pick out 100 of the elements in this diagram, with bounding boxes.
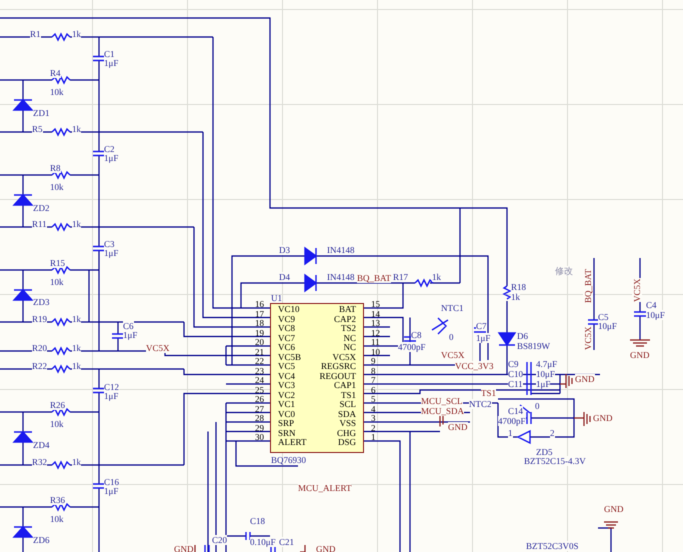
component-label: 1k bbox=[72, 29, 81, 39]
component-label: D6 bbox=[517, 331, 528, 341]
component-label: C11 bbox=[508, 379, 523, 389]
component-label: C4 bbox=[646, 300, 657, 310]
net-label: GND bbox=[593, 413, 612, 423]
pin-name: VC6 bbox=[278, 342, 296, 352]
component-label: C16 bbox=[104, 477, 120, 487]
component-label: C12 bbox=[104, 382, 120, 392]
component-label: R11 bbox=[32, 219, 47, 229]
component-label: 1k bbox=[72, 124, 81, 134]
component-label: BS819W bbox=[517, 341, 550, 351]
component-label: 1μF bbox=[536, 379, 550, 389]
pin-name: VC8 bbox=[278, 323, 296, 333]
pin-number: 22 bbox=[255, 356, 264, 366]
component-label: 1μF bbox=[123, 330, 138, 340]
component-label: NTC1 bbox=[441, 303, 464, 313]
component-label: 1μF bbox=[476, 333, 490, 343]
component-label: 1k bbox=[72, 219, 81, 229]
component-label: R19 bbox=[32, 314, 48, 324]
pin-name: VC2 bbox=[278, 390, 296, 400]
component-label: D3 bbox=[279, 245, 290, 255]
component-label: ZD3 bbox=[33, 297, 50, 307]
component-label: 1μF bbox=[104, 58, 118, 68]
net-label: VC5X bbox=[583, 326, 593, 350]
part-number: BQ76930 bbox=[271, 455, 306, 465]
pin-name: NC bbox=[343, 342, 356, 352]
component-label: D4 bbox=[279, 272, 290, 282]
pin-name: VSS bbox=[339, 418, 356, 428]
net-label: MCU_SCL bbox=[421, 396, 463, 406]
pin-number: 10 bbox=[371, 346, 380, 356]
net-label: VC5X bbox=[632, 278, 642, 302]
component-label: C3 bbox=[104, 239, 115, 249]
pin-name: NC bbox=[343, 332, 356, 342]
component-label: ZD2 bbox=[33, 203, 50, 213]
net-label: VCC_3V3 bbox=[455, 361, 494, 371]
net-label: GND bbox=[604, 504, 624, 514]
pin-number: 1 bbox=[371, 432, 376, 442]
component-label: 1μF bbox=[104, 486, 118, 496]
component-label: R26 bbox=[50, 400, 66, 410]
pin-number: 4 bbox=[371, 404, 376, 414]
component-label: 2 bbox=[550, 428, 554, 438]
net-label: GND bbox=[575, 374, 594, 384]
component-label: 1k bbox=[72, 361, 81, 371]
component-label: 10μF bbox=[646, 310, 665, 320]
component-label: 1 bbox=[508, 428, 512, 438]
component-label: 1μF bbox=[104, 153, 118, 163]
pin-number: 23 bbox=[255, 366, 264, 376]
component-label: C7 bbox=[476, 321, 487, 331]
pin-number: 25 bbox=[255, 384, 264, 394]
pin-name: TS2 bbox=[340, 323, 356, 333]
component-label: 0 bbox=[535, 401, 540, 411]
component-label: 1k bbox=[72, 343, 81, 353]
pin-number: 3 bbox=[371, 413, 376, 423]
component-label: 0 bbox=[449, 332, 454, 342]
component-label: R32 bbox=[32, 457, 48, 467]
component-label: 4700pF bbox=[398, 342, 426, 352]
component-label: 1μF bbox=[104, 248, 118, 258]
pin-name: CAP1 bbox=[334, 380, 356, 390]
net-label: VC5X bbox=[441, 350, 465, 360]
net-label: GND bbox=[448, 422, 468, 432]
net-label: GND bbox=[630, 350, 650, 360]
pin-name: VC5 bbox=[278, 361, 296, 371]
pin-number: 7 bbox=[371, 375, 376, 385]
component-label: 10μF bbox=[598, 321, 617, 331]
component-label: C14 bbox=[508, 406, 524, 416]
component-label: C8 bbox=[411, 330, 422, 340]
pin-name: BAT bbox=[338, 304, 356, 314]
pin-name: ALERT bbox=[278, 437, 306, 447]
pin-number: 21 bbox=[255, 346, 264, 356]
component-label: C5 bbox=[598, 312, 609, 322]
component-label: BZT52C3V0S bbox=[526, 541, 579, 551]
component-label: C18 bbox=[250, 516, 266, 526]
component-label: 1k bbox=[72, 457, 81, 467]
component-label: C6 bbox=[123, 321, 134, 331]
component-label: 4700pF bbox=[498, 416, 526, 426]
net-label: BQ_BAT bbox=[583, 268, 593, 303]
part-designator: U1 bbox=[271, 293, 282, 303]
pin-number: 5 bbox=[371, 394, 376, 404]
component-label: 10k bbox=[50, 87, 64, 97]
component-label: C10 bbox=[508, 369, 524, 379]
component-label: 10k bbox=[50, 514, 64, 524]
pin-number: 12 bbox=[371, 328, 380, 338]
pin-number: 26 bbox=[255, 394, 264, 404]
net-label: MCU_ALERT bbox=[298, 483, 352, 493]
pin-name: VC5B bbox=[278, 352, 302, 362]
component-label: C1 bbox=[104, 49, 115, 59]
component-label: ZD6 bbox=[33, 535, 50, 545]
pin-number: 11 bbox=[371, 337, 380, 347]
pin-name: DSG bbox=[338, 437, 356, 447]
pin-name: VC7 bbox=[278, 332, 296, 342]
component-label: 1μF bbox=[104, 391, 118, 401]
pin-name: CHG bbox=[336, 428, 356, 438]
pin-number: 17 bbox=[255, 308, 264, 318]
component-label: C21 bbox=[279, 537, 294, 547]
pin-name: VC0 bbox=[278, 408, 296, 418]
net-label: GND bbox=[174, 544, 194, 552]
pin-number: 6 bbox=[371, 384, 376, 394]
component-label: R8 bbox=[50, 163, 61, 173]
net-label: BQ_BAT bbox=[357, 273, 392, 283]
component-label: NTC2 bbox=[469, 399, 492, 409]
